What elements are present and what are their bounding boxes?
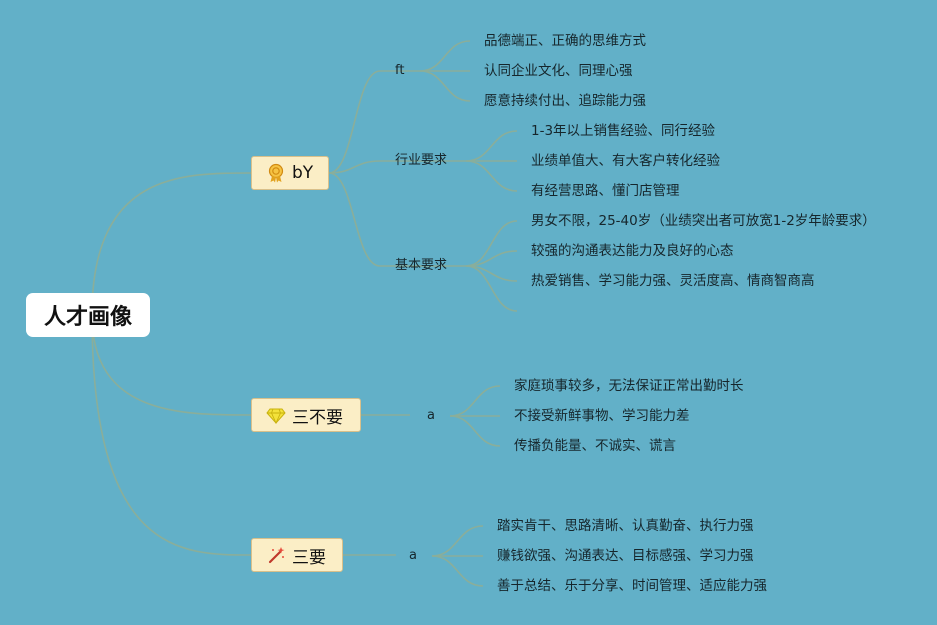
sub-node-label[interactable]: 基本要求 bbox=[395, 258, 448, 273]
award-medal-icon bbox=[266, 163, 286, 183]
leaf-item[interactable]: 认同企业文化、同理心强 bbox=[484, 63, 633, 79]
sub-node-label[interactable]: a bbox=[409, 548, 417, 563]
branch-label: 三不要 bbox=[292, 407, 343, 428]
sub-leaf-connector bbox=[449, 415, 501, 447]
sub-leaf-connector bbox=[449, 385, 501, 417]
branch-node-2[interactable]: 三不要 bbox=[251, 398, 361, 432]
root-branch-connector bbox=[91, 314, 252, 416]
sub-leaf-connector bbox=[465, 160, 518, 192]
leaf-item[interactable]: 善于总结、乐于分享、时间管理、适应能力强 bbox=[497, 578, 767, 594]
branch-label: bY bbox=[292, 163, 314, 183]
diamond-icon bbox=[266, 405, 286, 425]
branch-node-1[interactable]: bY bbox=[251, 156, 329, 190]
branch-sub-connector bbox=[328, 160, 381, 174]
leaf-item[interactable]: 不接受新鲜事物、学习能力差 bbox=[514, 408, 690, 424]
branch-label: 三要 bbox=[292, 547, 326, 568]
leaf-item[interactable]: 有经营思路、懂门店管理 bbox=[531, 183, 680, 199]
branch-sub-connector bbox=[328, 172, 381, 267]
sub-leaf-connector bbox=[431, 555, 484, 587]
sub-leaf-connector bbox=[465, 130, 518, 162]
leaf-item[interactable]: 男女不限，25-40岁（业绩突出者可放宽1-2岁年龄要求） bbox=[531, 213, 876, 229]
sub-node-label[interactable]: 行业要求 bbox=[395, 153, 448, 168]
magic-wand-icon bbox=[266, 545, 286, 565]
sub-node-label[interactable]: a bbox=[427, 408, 435, 423]
leaf-item[interactable]: 家庭琐事较多，无法保证正常出勤时长 bbox=[514, 378, 744, 394]
leaf-item[interactable]: 热爱销售、学习能力强、灵活度高、情商智商高 bbox=[531, 273, 815, 289]
leaf-item[interactable]: 踏实肯干、思路清晰、认真勤奋、执行力强 bbox=[497, 518, 754, 534]
leaf-item[interactable]: 品德端正、正确的思维方式 bbox=[484, 33, 646, 49]
leaf-item[interactable]: 较强的沟通表达能力及良好的心态 bbox=[531, 243, 734, 259]
sub-node-label[interactable]: ft bbox=[395, 63, 405, 78]
branch-node-3[interactable]: 三要 bbox=[251, 538, 343, 572]
branch-sub-connector bbox=[328, 70, 381, 174]
leaf-item[interactable]: 愿意持续付出、追踪能力强 bbox=[484, 93, 646, 109]
leaf-item[interactable]: 传播负能量、不诚实、谎言 bbox=[514, 438, 676, 454]
sub-leaf-connector bbox=[431, 525, 484, 557]
root-branch-connector bbox=[91, 172, 252, 316]
sub-leaf-connector bbox=[419, 70, 471, 102]
sub-leaf-connector bbox=[465, 265, 518, 312]
root-node[interactable]: 人才画像 bbox=[26, 293, 150, 337]
root-branch-connector bbox=[91, 314, 252, 556]
leaf-item[interactable]: 赚钱欲强、沟通表达、目标感强、学习力强 bbox=[497, 548, 754, 564]
leaf-item[interactable]: 1-3年以上销售经验、同行经验 bbox=[531, 123, 716, 139]
leaf-item[interactable]: 业绩单值大、有大客户转化经验 bbox=[531, 153, 720, 169]
root-label: 人才画像 bbox=[43, 305, 132, 330]
sub-leaf-connector bbox=[419, 40, 471, 72]
sub-leaf-connector bbox=[465, 220, 518, 267]
